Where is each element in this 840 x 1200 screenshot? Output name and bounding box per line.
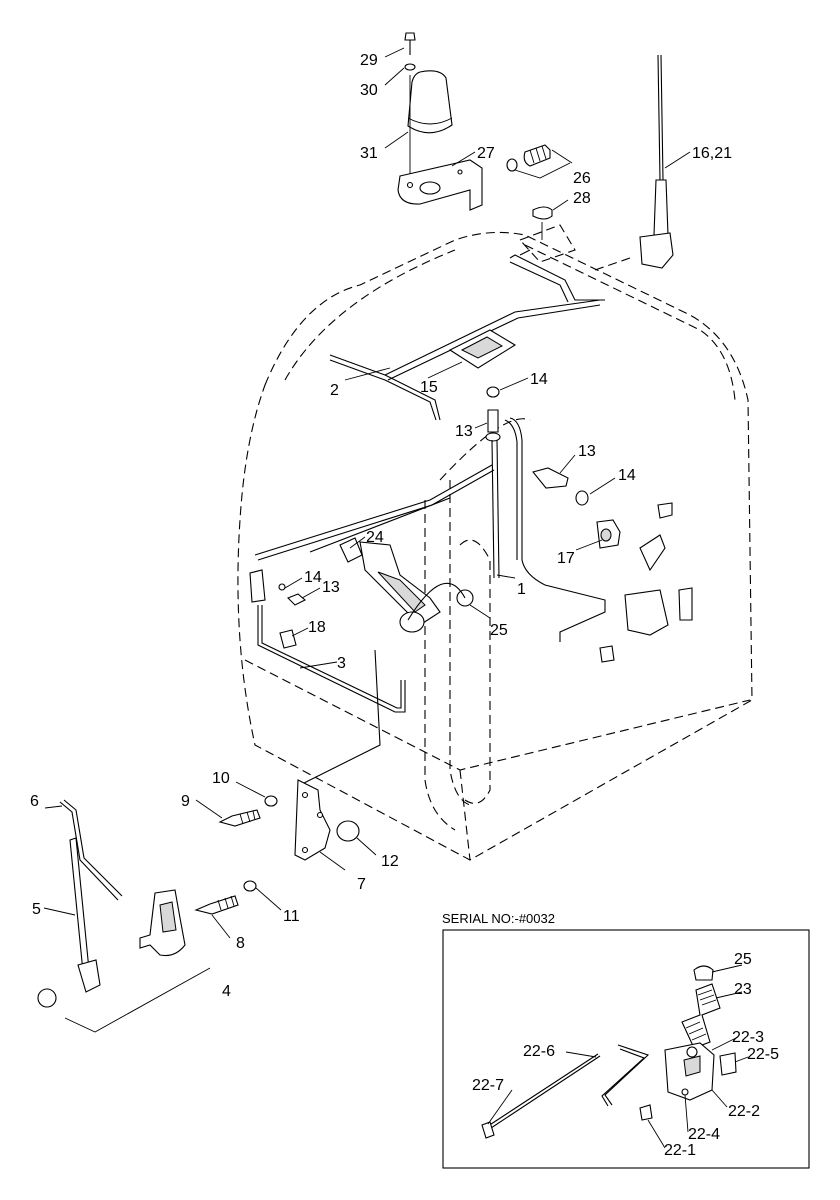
inset-label-25: 25 [734, 951, 752, 968]
washer-14-left [278, 583, 286, 591]
label-10: 10 [212, 770, 230, 787]
label-16-21: 16,21 [692, 145, 732, 162]
inset-label-22-5: 22-5 [747, 1046, 779, 1063]
inset-pin-22-1 [639, 1104, 653, 1121]
inset-label-22-2: 22-2 [728, 1103, 760, 1120]
bracket-left [249, 569, 266, 603]
inset-label-22-1: 22-1 [664, 1142, 696, 1159]
connector-13-top [487, 409, 499, 433]
washer-10 [264, 795, 278, 807]
bolt-8 [194, 895, 239, 915]
label-6: 6 [30, 793, 39, 810]
inset-label-23: 23 [734, 981, 752, 998]
label-5: 5 [32, 901, 41, 918]
inset-knob-25 [693, 965, 714, 981]
label-31: 31 [360, 145, 378, 162]
inset-rod-end-22-7 [481, 1121, 495, 1139]
label-1: 1 [517, 581, 526, 598]
grommet-28 [532, 206, 553, 220]
label-13-c: 13 [322, 579, 340, 596]
lower-parts [37, 779, 360, 1033]
label-9: 9 [181, 793, 190, 810]
label-17: 17 [557, 550, 575, 567]
cab-internal-parts [249, 464, 693, 786]
rod-end [77, 959, 101, 993]
label-30: 30 [360, 82, 378, 99]
antenna-base [639, 232, 674, 269]
label-14-c: 14 [304, 569, 322, 586]
wiring-harness [329, 249, 606, 642]
inset-label-22-7: 22-7 [472, 1077, 504, 1094]
label-14-b: 14 [618, 467, 636, 484]
serial-inset: SERIAL NO:-#0032 25 23 22-3 22-5 22-6 22… [442, 911, 810, 1169]
beacon-lamp-31 [407, 70, 453, 134]
label-27: 27 [477, 145, 495, 162]
cap-18 [279, 629, 297, 649]
bolt-26 [523, 144, 551, 167]
bolt-9 [218, 809, 261, 827]
washer-11 [243, 880, 257, 892]
label-29: 29 [360, 52, 378, 69]
label-7: 7 [357, 876, 366, 893]
antenna-assembly [639, 54, 674, 269]
cab-outline [237, 224, 753, 861]
inset-spring-23 [681, 983, 721, 1049]
callout-labels: 29 30 31 27 26 28 16,21 2 15 14 13 13 14… [30, 52, 732, 1000]
label-8: 8 [236, 935, 245, 952]
label-24: 24 [366, 529, 384, 546]
inset-title: SERIAL NO:-#0032 [442, 911, 555, 926]
label-18: 18 [308, 619, 326, 636]
label-2: 2 [330, 382, 339, 399]
washer-14 [575, 490, 589, 506]
label-28: 28 [573, 190, 591, 207]
leader-lines [43, 47, 691, 939]
label-13-a: 13 [455, 423, 473, 440]
inset-label-22-6: 22-6 [523, 1043, 555, 1060]
lock-body [624, 589, 669, 636]
label-11: 11 [283, 908, 300, 925]
inset-frame [442, 929, 810, 1169]
inset-label-22-4: 22-4 [688, 1126, 720, 1143]
label-14-a: 14 [530, 371, 548, 388]
beacon-lamp-assembly [397, 32, 553, 240]
washer-30 [404, 63, 416, 71]
inset-clip-22-5 [719, 1052, 737, 1076]
inset-label-22-3: 22-3 [732, 1029, 764, 1046]
washer-14-top [486, 386, 500, 398]
label-15: 15 [420, 379, 438, 396]
label-13-b: 13 [578, 443, 596, 460]
plate-7 [294, 779, 331, 861]
bolt-13-left [287, 593, 306, 606]
label-3: 3 [337, 655, 346, 672]
label-12: 12 [381, 853, 399, 870]
spacer-12 [336, 820, 360, 842]
knob-4 [37, 988, 57, 1008]
label-26: 26 [573, 170, 591, 187]
screw-29 [404, 32, 416, 41]
bolt-13 [532, 467, 569, 489]
washer-26 [506, 158, 518, 172]
label-25: 25 [490, 622, 508, 639]
label-4: 4 [222, 983, 231, 1000]
